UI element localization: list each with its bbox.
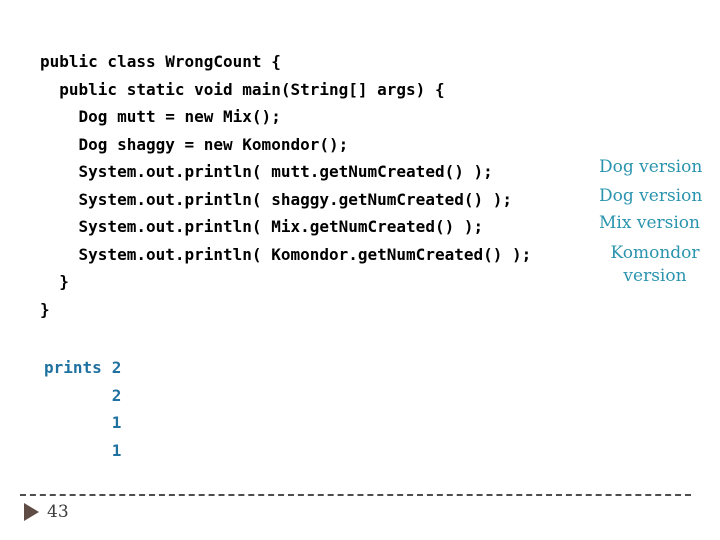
output-values: 2 2 1 1 [112,354,122,464]
output-value: 1 [111,413,122,432]
annotation-dog-version-2: Dog version [599,186,703,206]
output-value: 2 [111,385,122,405]
program-output: prints 2 2 1 1 [44,354,121,464]
output-value: 2 [111,358,122,377]
code-line: System.out.println( Mix.getNumCreated() … [40,217,484,236]
code-block: public class WrongCount { public static … [40,48,531,323]
code-line: Dog shaggy = new Komondor(); [40,134,349,154]
code-line: System.out.println( shaggy.getNumCreated… [40,189,513,209]
output-value: 1 [111,440,122,460]
code-line: public static void main(String[] args) { [40,79,445,99]
code-line: Dog mutt = new Mix(); [40,107,281,126]
output-label: prints [44,358,102,377]
annotation-komondor-version: Komondor version [610,243,700,286]
annotation-dog-version-1: Dog version [599,157,703,177]
code-line: } [40,272,69,291]
slide-number-arrow-icon [24,503,39,521]
annotation-mix-version: Mix version [599,213,700,233]
footer-divider [20,494,691,496]
code-line: } [40,299,50,319]
code-line: public class WrongCount { [40,52,281,71]
code-line: System.out.println( mutt.getNumCreated()… [40,162,493,181]
slide-number: 43 [47,502,69,522]
code-line: System.out.println( Komondor.getNumCreat… [40,244,532,264]
